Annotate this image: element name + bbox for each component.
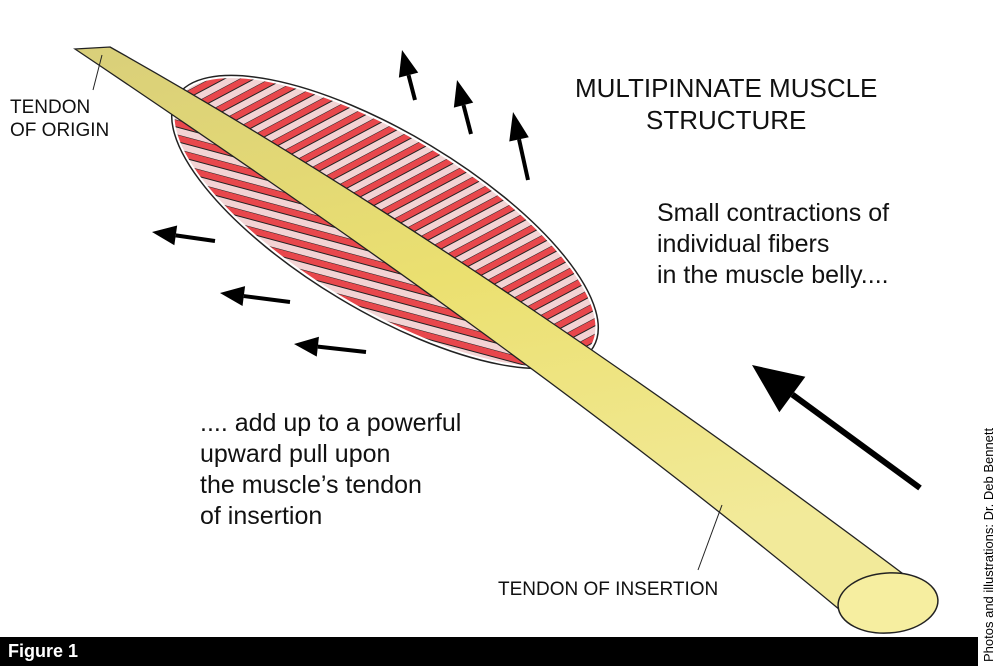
up-arrow-icon (453, 80, 474, 135)
caption-add-up: .... add up to a powerful upward pull up… (200, 409, 462, 530)
label-tendon-insertion: TENDON OF INSERTION (498, 579, 719, 600)
up-arrow-icon (509, 112, 530, 181)
left-arrow-icon (152, 225, 216, 246)
leader-lines (92, 54, 723, 571)
photo-credit: Photos and illustrations: Dr. Deb Bennet… (981, 427, 996, 662)
tendon-end-cap (837, 572, 939, 634)
caption-small-contractions: Small contractions of individual fibers … (657, 199, 890, 289)
figure-caption-bar: Figure 1 (0, 637, 978, 666)
left-arrow-icon (220, 286, 291, 306)
tendon (73, 46, 939, 634)
figure-label: Figure 1 (8, 641, 79, 661)
large-arrow-icon (752, 365, 922, 491)
force-arrows (152, 50, 922, 491)
up-arrow-icon (398, 50, 419, 101)
label-tendon-origin: TENDON OF ORIGIN (10, 97, 110, 141)
left-arrow-icon (294, 336, 367, 357)
diagram-title: MULTIPINNATE MUSCLE STRUCTURE (575, 73, 878, 135)
